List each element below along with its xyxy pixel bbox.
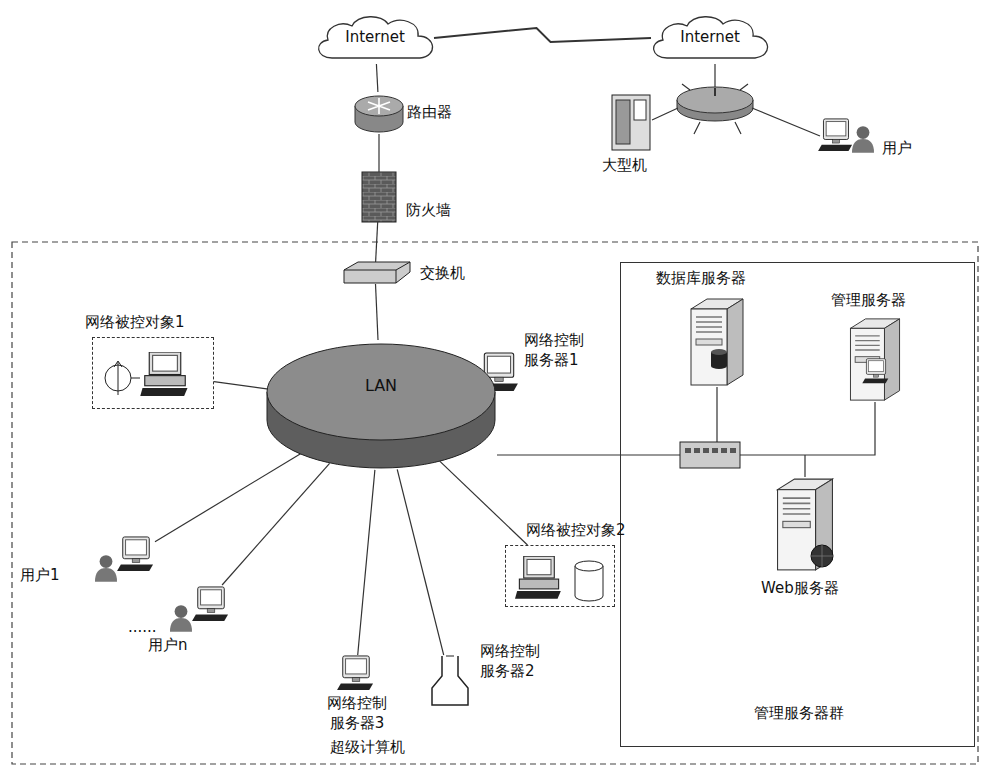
device-node: 网络控制 服务器1: [478, 352, 520, 392]
device-node: Web服务器: [771, 478, 841, 573]
device-node: 网络控制 服务器2超级计算机: [430, 655, 470, 705]
node-label: 用户n: [148, 635, 188, 655]
lan-cylinder: LAN: [265, 340, 497, 470]
internet-cloud: Internet: [310, 12, 440, 64]
node-label: 网络被控对象1: [85, 312, 185, 332]
network-link: [155, 453, 302, 542]
device-node: 管理服务器: [846, 318, 906, 403]
network-link: [378, 134, 379, 172]
lan-shape: [265, 340, 497, 470]
network-link: [440, 461, 528, 545]
node-label: 大型机: [602, 155, 647, 175]
node-label: Internet: [645, 27, 775, 47]
network-link: [376, 284, 379, 340]
node-label: 路由器: [407, 102, 452, 122]
node-label: LAN: [265, 376, 497, 396]
node-label: 管理服务器: [831, 290, 906, 310]
device-node: 用户1: [95, 535, 155, 585]
network-link: [397, 469, 444, 655]
device-node: 防火墙: [362, 172, 396, 222]
node-label: 防火墙: [406, 200, 451, 220]
network-link: [222, 463, 330, 585]
node-label: 管理服务器群: [621, 703, 976, 723]
device-node: 路由器: [355, 92, 403, 134]
node-label: 用户1: [20, 565, 60, 585]
node-label: Web服务器: [761, 578, 839, 598]
device-node: 用户n: [170, 585, 230, 635]
device-node: 大型机: [610, 95, 652, 150]
network-link: [214, 382, 269, 390]
node-label: 数据库服务器: [656, 268, 746, 288]
node-label: 网络被控对象2: [526, 520, 626, 540]
internet-cloud: Internet: [645, 12, 775, 64]
network-link: [358, 470, 375, 655]
network-link: [376, 64, 378, 92]
node-label: 网络控制 服务器2: [480, 641, 548, 681]
controlled-object-box: 网络被控对象2: [505, 545, 615, 607]
node-label: 交换机: [420, 263, 465, 283]
node-label: 用户: [882, 138, 912, 158]
device-node: 用户: [818, 110, 880, 165]
node-label: 网络控制 服务器3: [323, 693, 391, 733]
node-label: 超级计算机: [330, 737, 405, 757]
node-label: 网络控制 服务器1: [524, 330, 592, 370]
network-link: [376, 222, 378, 262]
network-link: [497, 454, 620, 455]
server-group-box: 管理服务器群数据库服务器管理服务器Web服务器: [620, 262, 975, 747]
device-node: 网络控制 服务器3: [335, 655, 377, 691]
controlled-object-box: 网络被控对象1: [92, 337, 214, 409]
node-label: Internet: [310, 27, 440, 47]
network-link: [434, 28, 651, 42]
device-node: 交换机: [340, 262, 410, 284]
device-node: 数据库服务器: [683, 298, 753, 388]
ellipsis-label: ......: [128, 618, 157, 636]
